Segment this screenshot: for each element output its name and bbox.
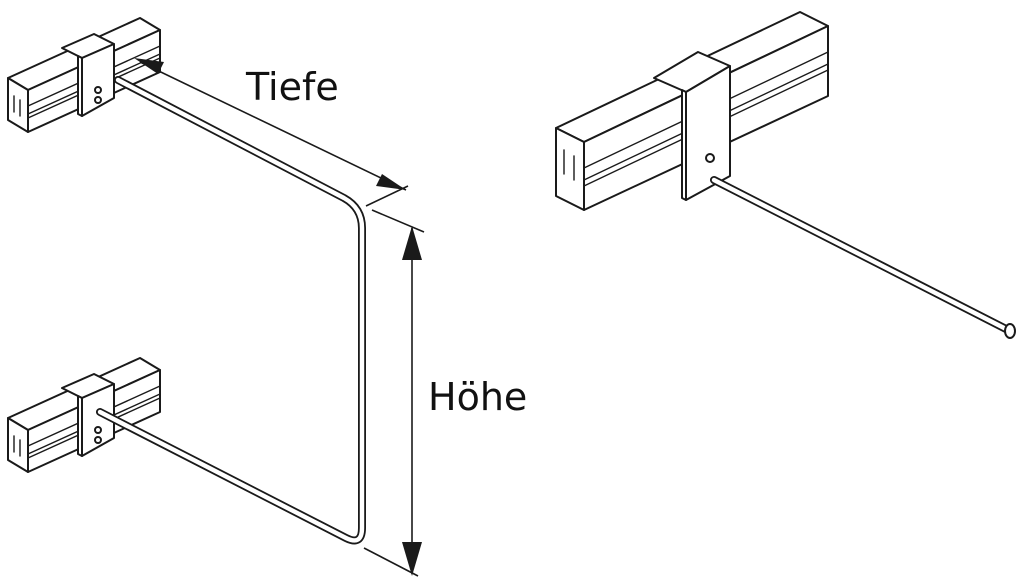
straight-rod-assembly (555, 11, 1016, 339)
u-shaped-rod (96, 76, 366, 545)
lower-bracket (61, 373, 115, 457)
right-bracket (653, 51, 731, 201)
upper-bracket (61, 33, 115, 117)
depth-label: Tiefe (245, 65, 339, 109)
straight-rod (710, 176, 1016, 339)
u-rod-assembly: Tiefe Höhe (7, 17, 527, 577)
rod-end-cap (1004, 323, 1016, 339)
depth-dimension (134, 58, 409, 207)
height-label: Höhe (428, 375, 527, 419)
height-dimension (363, 209, 425, 577)
